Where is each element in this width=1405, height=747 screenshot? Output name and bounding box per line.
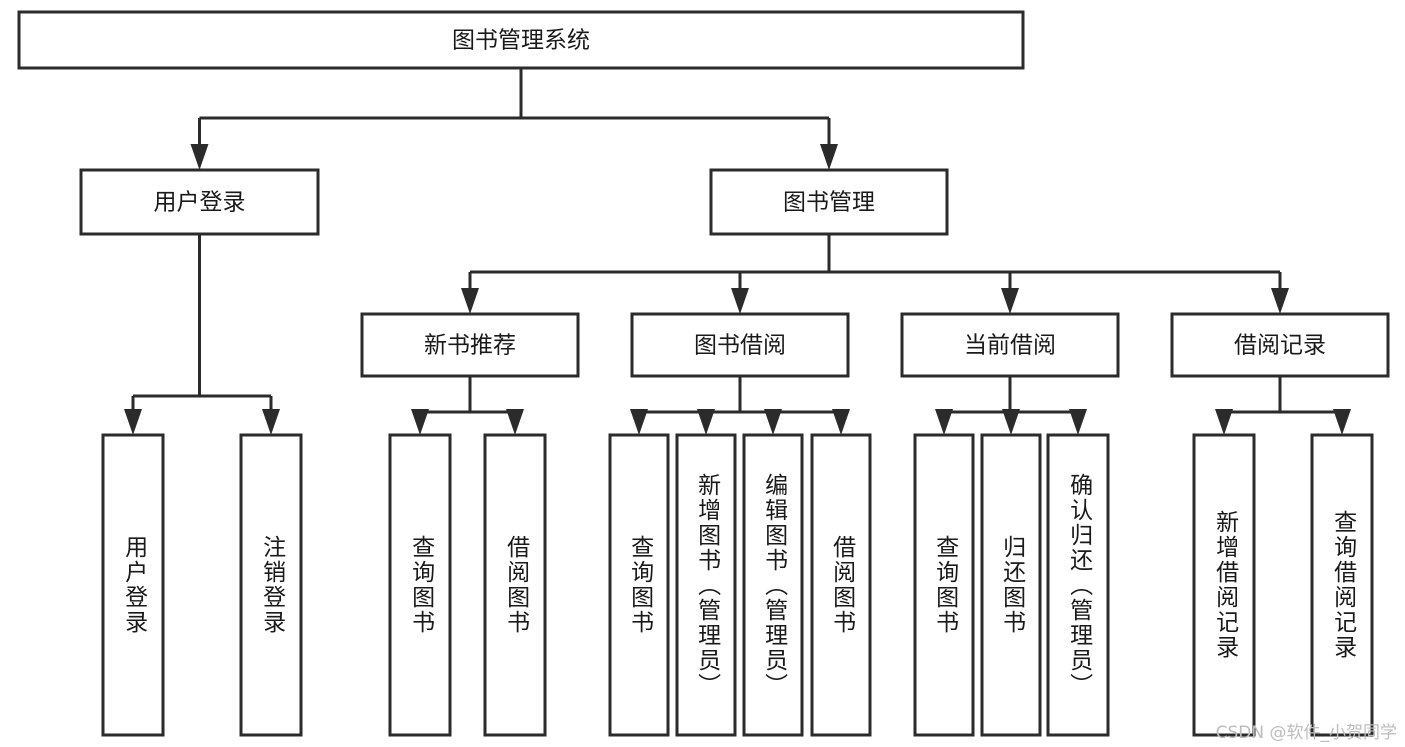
node-leaf-query-book-c-rect bbox=[913, 433, 975, 737]
node-leaf-logout-rect bbox=[239, 433, 303, 737]
arrow-head-icon-current-borrow-to-leaf-query-book-c bbox=[935, 409, 953, 435]
node-root[interactable] bbox=[17, 10, 1025, 70]
arrow-head-icon-borrow-record-to-leaf-query-record bbox=[1333, 409, 1351, 435]
node-new-book-recommend-rect bbox=[360, 312, 580, 378]
node-leaf-borrow-book-a[interactable] bbox=[483, 433, 547, 737]
node-leaf-query-record[interactable] bbox=[1310, 433, 1374, 737]
node-book-manage[interactable] bbox=[709, 168, 949, 236]
node-borrow-record-label: 借阅记录 bbox=[1234, 333, 1326, 359]
node-leaf-add-record[interactable] bbox=[1192, 433, 1256, 737]
node-leaf-confirm-return[interactable] bbox=[1046, 433, 1110, 737]
node-new-book-recommend[interactable] bbox=[360, 312, 580, 378]
node-leaf-add-book-rect bbox=[675, 433, 737, 737]
node-leaf-logout[interactable] bbox=[239, 433, 303, 737]
arrow-head-icon-borrow-record-to-leaf-add-record bbox=[1215, 409, 1233, 435]
node-leaf-query-record-rect bbox=[1310, 433, 1374, 737]
node-leaf-return-book[interactable] bbox=[980, 433, 1042, 737]
arrow-head-icon-book-manage-to-new-book-recommend bbox=[461, 288, 479, 314]
arrow-head-icon-book-manage-to-borrow-record bbox=[1271, 288, 1289, 314]
node-leaf-add-record-rect bbox=[1192, 433, 1256, 737]
node-leaf-borrow-book-b[interactable] bbox=[810, 433, 872, 737]
arrow-head-icon-root-to-user-login bbox=[190, 144, 209, 170]
node-book-manage-label: 图书管理 bbox=[783, 190, 875, 216]
node-borrow-record[interactable] bbox=[1170, 312, 1390, 378]
arrow-head-icon-new-book-recommend-to-leaf-borrow-book-a bbox=[506, 409, 524, 435]
node-borrow-record-rect bbox=[1170, 312, 1390, 378]
node-leaf-query-book-b-rect bbox=[608, 433, 670, 737]
node-leaf-query-book-a-rect bbox=[388, 433, 452, 737]
arrow-head-icon-user-login-to-leaf-logout bbox=[262, 409, 280, 435]
node-root-rect bbox=[17, 10, 1025, 70]
node-leaf-borrow-book-a-rect bbox=[483, 433, 547, 737]
node-new-book-recommend-label: 新书推荐 bbox=[424, 333, 516, 359]
arrow-head-icon-book-borrow-to-leaf-borrow-book-b bbox=[832, 409, 850, 435]
connector-lines bbox=[124, 68, 1351, 435]
node-leaf-query-book-c[interactable] bbox=[913, 433, 975, 737]
node-root-label: 图书管理系统 bbox=[452, 28, 590, 54]
node-user-login[interactable] bbox=[79, 168, 320, 236]
node-leaf-borrow-book-b-rect bbox=[810, 433, 872, 737]
node-user-login-rect bbox=[79, 168, 320, 236]
arrow-head-icon-book-borrow-to-leaf-edit-book bbox=[764, 409, 782, 435]
arrow-head-icon-book-borrow-to-leaf-add-book bbox=[697, 409, 715, 435]
arrow-head-icon-book-manage-to-current-borrow bbox=[1001, 288, 1019, 314]
arrow-head-icon-new-book-recommend-to-leaf-query-book-a bbox=[411, 409, 429, 435]
arrow-head-icon-book-manage-to-book-borrow bbox=[731, 288, 749, 314]
node-leaf-query-book-a[interactable] bbox=[388, 433, 452, 737]
watermark-text: CSDN @软件_小贺同学 bbox=[1215, 723, 1397, 743]
node-leaf-edit-book-rect bbox=[742, 433, 804, 737]
node-user-login-label: 用户登录 bbox=[154, 190, 246, 216]
node-leaf-user-login[interactable] bbox=[101, 433, 165, 737]
node-leaf-edit-book[interactable] bbox=[742, 433, 804, 737]
node-leaf-query-book-b[interactable] bbox=[608, 433, 670, 737]
arrow-head-icon-current-borrow-to-leaf-return-book bbox=[1002, 409, 1020, 435]
node-leaf-return-book-rect bbox=[980, 433, 1042, 737]
node-leaf-confirm-return-rect bbox=[1046, 433, 1110, 737]
node-current-borrow-rect bbox=[900, 312, 1120, 378]
node-book-borrow-rect bbox=[630, 312, 850, 378]
arrow-head-icon-current-borrow-to-leaf-confirm-return bbox=[1069, 409, 1087, 435]
node-leaf-user-login-rect bbox=[101, 433, 165, 737]
node-current-borrow[interactable] bbox=[900, 312, 1120, 378]
node-book-manage-rect bbox=[709, 168, 949, 236]
arrow-head-icon-book-borrow-to-leaf-query-book-b bbox=[630, 409, 648, 435]
arrow-head-icon-root-to-book-manage bbox=[820, 144, 838, 170]
node-book-borrow-label: 图书借阅 bbox=[694, 333, 786, 359]
node-book-borrow[interactable] bbox=[630, 312, 850, 378]
node-leaf-add-book[interactable] bbox=[675, 433, 737, 737]
arrow-head-icon-user-login-to-leaf-user-login bbox=[124, 409, 142, 435]
node-current-borrow-label: 当前借阅 bbox=[964, 333, 1056, 359]
